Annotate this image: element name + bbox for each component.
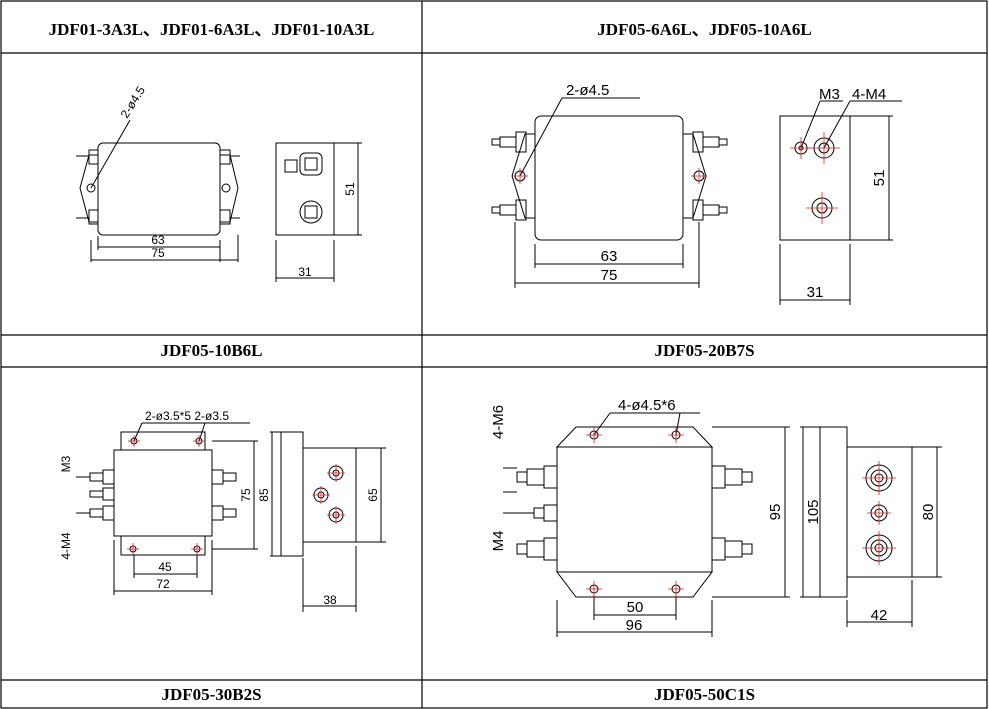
- model-header-jdf01-3a3l: JDF01-3A3L、JDF01-6A3L、JDF01-10A3L: [48, 19, 375, 39]
- height-95-label: 95: [767, 504, 784, 521]
- model-header-jdf05-6a6l: JDF05-6A6L、JDF05-10A6L: [597, 19, 812, 39]
- m4-label: M4: [490, 531, 507, 552]
- m6-label: 4-M6: [490, 405, 507, 439]
- width-45-label: 45: [158, 560, 172, 574]
- width-inner-label: 63: [151, 233, 165, 247]
- height-label: 51: [871, 170, 888, 187]
- width-72-label: 72: [156, 577, 170, 591]
- width-96-label: 96: [626, 617, 643, 634]
- model-header-jdf05-50c1s: JDF05-50C1S: [653, 684, 756, 704]
- model-header-jdf05-10b6l: JDF05-10B6L: [160, 341, 263, 360]
- hole-label: 2-ø4.5: [566, 82, 609, 99]
- depth-label: 31: [298, 265, 312, 279]
- height-105-label: 105: [805, 499, 822, 524]
- width-outer-label: 75: [601, 267, 618, 284]
- height-65-label: 65: [366, 488, 380, 502]
- holes-label: 4-ø4.5*6: [618, 397, 676, 414]
- height-75-label: 75: [239, 488, 253, 502]
- m4-label: 4-M4: [852, 86, 886, 103]
- holes-label: 2-ø3.5*5 2-ø3.5: [145, 409, 229, 423]
- m3-label: M3: [819, 86, 840, 103]
- depth-label: 31: [807, 284, 824, 301]
- height-label: 51: [343, 182, 357, 196]
- width-outer-label: 75: [151, 246, 165, 260]
- model-header-jdf05-30b2s: JDF05-30B2S: [161, 684, 262, 704]
- m3-label: M3: [59, 455, 73, 472]
- depth-label: 38: [323, 593, 337, 607]
- height-80-label: 80: [920, 504, 937, 521]
- depth-label: 42: [871, 607, 888, 624]
- width-inner-label: 63: [601, 248, 618, 265]
- m4-label: 4-M4: [59, 532, 73, 560]
- model-header-jdf05-20b7s: JDF05-20B7S: [654, 341, 755, 360]
- height-85-label: 85: [257, 488, 271, 502]
- width-50-label: 50: [627, 599, 644, 616]
